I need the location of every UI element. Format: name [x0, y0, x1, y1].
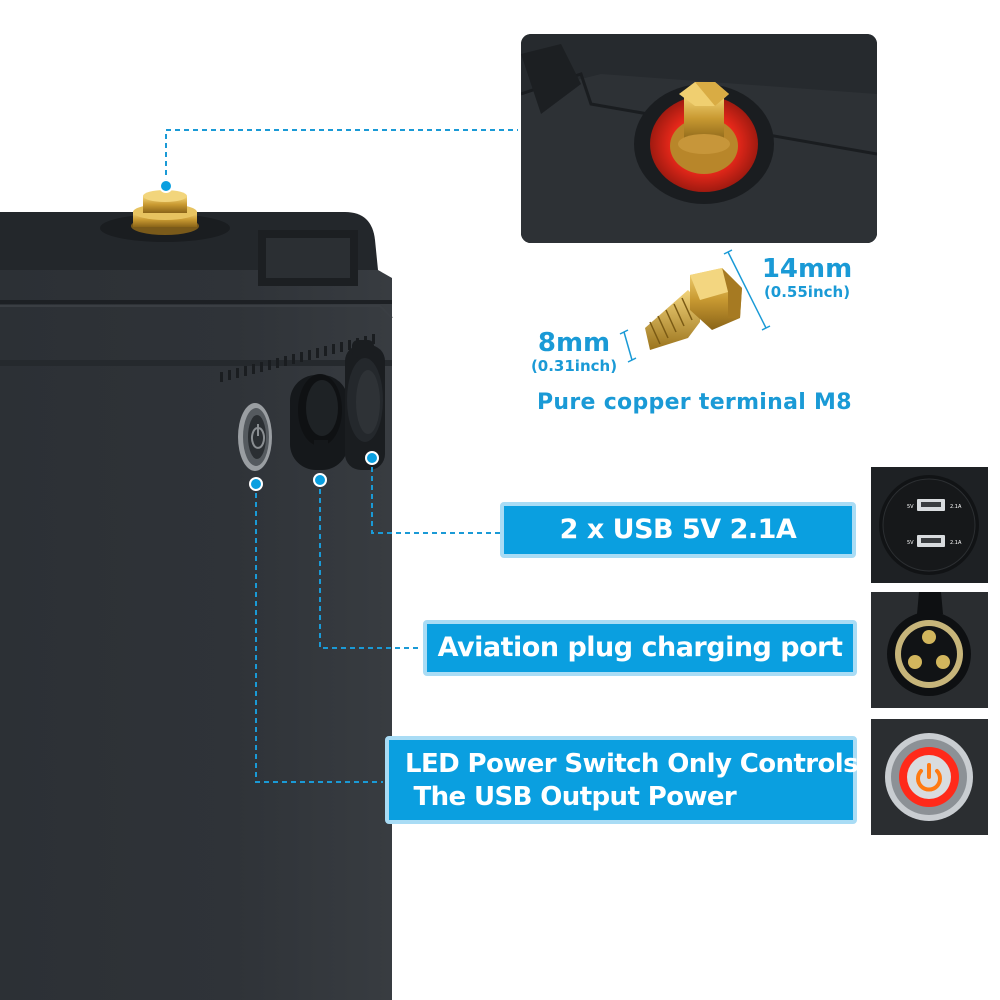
head-width-value: 14mm [761, 254, 853, 284]
usb-port2-current: 2.1A [950, 540, 962, 546]
hex-bolt-icon [645, 268, 742, 350]
usb-port1-current: 2.1A [950, 504, 962, 510]
thread-diameter-label: 8mm (0.31inch) [524, 328, 624, 374]
power-switch-text-line1: LED Power Switch Only Controls [405, 749, 859, 779]
usb-output-text: 2 x USB 5V 2.1A Output [559, 514, 797, 593]
head-width-label: 14mm (0.55inch) [752, 254, 862, 300]
battery-body [0, 212, 393, 1000]
terminal-caption: Pure copper terminal M8 [537, 390, 852, 415]
aviation-plug-thumbnail [871, 592, 988, 708]
usb-port1-voltage: 5V [907, 504, 914, 510]
power-icon [251, 427, 265, 449]
head-width-inch: (0.55inch) [763, 283, 851, 301]
usb-socket [345, 340, 385, 470]
terminal-closeup-photo [521, 34, 877, 243]
aviation-plug-icon [895, 620, 963, 688]
leader-lines [165, 129, 518, 783]
leader-dots [159, 179, 379, 491]
aviation-plug-port [290, 374, 348, 470]
usb-port-icon [917, 499, 945, 547]
usb-output-callout: 2 x USB 5V 2.1A Output [500, 502, 856, 593]
power-icon [916, 763, 942, 792]
battery-top-terminal [131, 190, 199, 235]
usb-port2-voltage: 5V [907, 540, 914, 546]
thread-diameter-value: 8mm [537, 328, 611, 358]
thread-diameter-inch: (0.31inch) [530, 357, 618, 375]
led-power-switch [238, 403, 272, 471]
aviation-port-callout: Aviation plug charging port [423, 620, 857, 676]
power-switch-callout: LED Power Switch Only Controls The USB O… [385, 736, 859, 824]
dimension-markers [619, 249, 771, 363]
aviation-port-text: Aviation plug charging port [437, 632, 843, 663]
usb-module-thumbnail: 5V 2.1A 5V 2.1A [871, 467, 988, 583]
power-switch-text-line2: The USB Output Power [405, 782, 737, 812]
led-switch-thumbnail [871, 719, 988, 835]
